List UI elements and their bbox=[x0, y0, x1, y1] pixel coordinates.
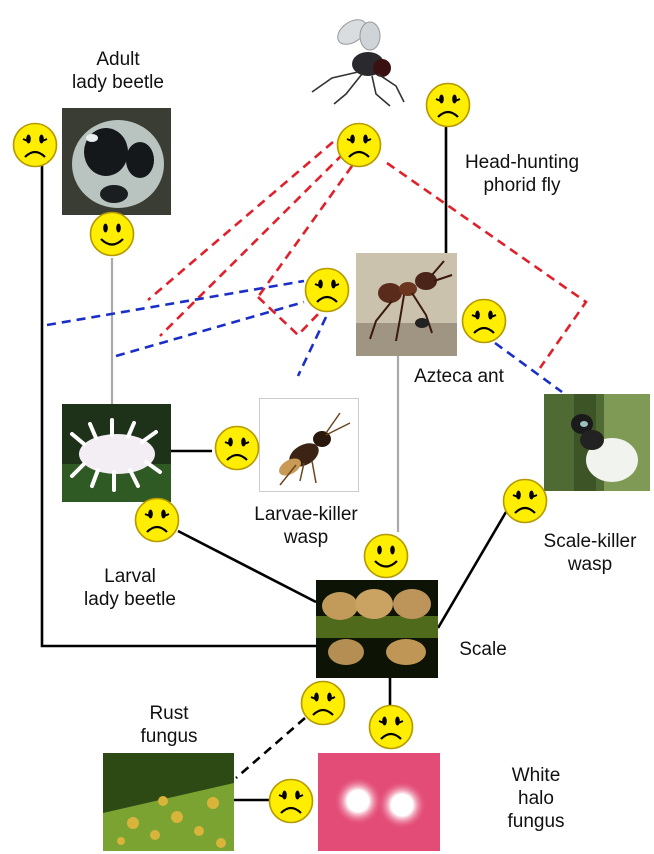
link-scale-wasp-to-scale bbox=[438, 512, 506, 628]
rust-fungus-photo bbox=[103, 753, 234, 851]
label-scale-killer-wasp: Scale-killer wasp bbox=[528, 530, 652, 576]
sad-face-icon bbox=[214, 425, 260, 471]
label-line: Head-hunting bbox=[446, 151, 598, 174]
label-line: Scale-killer bbox=[528, 530, 652, 553]
sad-face-icon bbox=[336, 122, 382, 168]
azteca-ant-photo bbox=[356, 253, 457, 356]
label-line: Larval bbox=[70, 565, 190, 588]
phorid-fly-icon bbox=[306, 8, 406, 108]
label-scale: Scale bbox=[448, 638, 518, 661]
label-line: White bbox=[486, 764, 586, 787]
larvae-killer-wasp-photo bbox=[259, 398, 359, 492]
scale-photo bbox=[316, 580, 438, 678]
sad-face-icon bbox=[502, 478, 548, 524]
label-line: Scale bbox=[448, 638, 518, 661]
sad-face-icon bbox=[425, 82, 471, 128]
label-phorid-fly: Head-hunting phorid fly bbox=[446, 151, 598, 197]
label-line: lady beetle bbox=[70, 588, 190, 611]
label-rust-fungus: Rust fungus bbox=[124, 702, 214, 748]
sad-face-icon bbox=[304, 267, 350, 313]
link-scale-to-rust bbox=[236, 718, 305, 778]
sad-face-icon bbox=[368, 704, 414, 750]
label-larvae-killer-wasp: Larvae-killer wasp bbox=[226, 503, 386, 549]
sad-face-icon bbox=[12, 122, 58, 168]
white-halo-fungus-photo bbox=[318, 753, 440, 851]
scale-killer-wasp-photo bbox=[544, 394, 650, 491]
label-line: wasp bbox=[226, 526, 386, 549]
larval-lady-beetle-photo bbox=[62, 404, 171, 502]
label-white-halo-fungus: White halo fungus bbox=[486, 764, 586, 833]
label-line: halo bbox=[486, 787, 586, 810]
label-line: Larvae-killer bbox=[226, 503, 386, 526]
sad-face-icon bbox=[461, 298, 507, 344]
adult-lady-beetle-photo bbox=[62, 108, 171, 215]
label-line: phorid fly bbox=[446, 174, 598, 197]
label-larval-lady-beetle: Larval lady beetle bbox=[70, 565, 190, 611]
label-azteca-ant: Azteca ant bbox=[396, 365, 522, 388]
sad-face-icon bbox=[300, 680, 346, 726]
label-line: fungus bbox=[486, 810, 586, 833]
label-line: fungus bbox=[124, 725, 214, 748]
sad-face-icon bbox=[268, 778, 314, 824]
label-line: Adult bbox=[62, 48, 174, 71]
label-line: lady beetle bbox=[62, 71, 174, 94]
happy-face-icon bbox=[89, 211, 135, 257]
label-line: Rust bbox=[124, 702, 214, 725]
label-adult-lady-beetle: Adult lady beetle bbox=[62, 48, 174, 94]
label-line: wasp bbox=[528, 553, 652, 576]
sad-face-icon bbox=[134, 497, 180, 543]
label-line: Azteca ant bbox=[396, 365, 522, 388]
